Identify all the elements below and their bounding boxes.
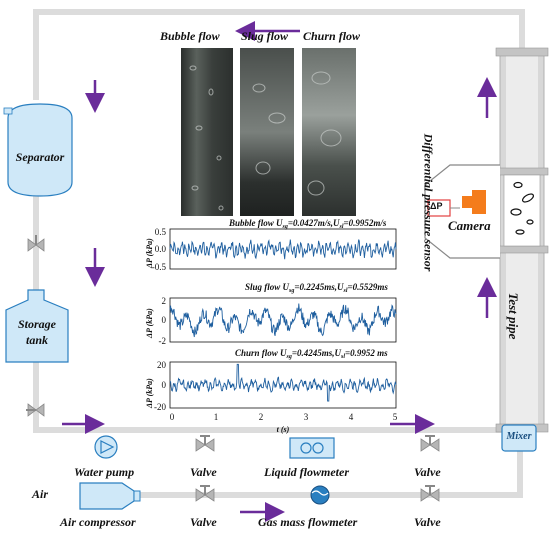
x-axis-label: t (s): [277, 425, 290, 434]
liquid-flowmeter-icon: [289, 437, 335, 459]
separator-label: Separator: [15, 150, 65, 164]
chart-title: Slug flow Usg=0.2245ms,Usl=0.5529ms: [245, 282, 388, 294]
liquid-flowmeter-label: Liquid flowmeter: [264, 465, 349, 479]
y-tick-label: 0.5: [155, 227, 167, 237]
storage-tank: [5, 289, 69, 363]
dp-symbol-label: ΔP: [430, 201, 443, 211]
flow-arrows: [62, 21, 497, 522]
air-compressor-label: Air compressor: [60, 515, 136, 529]
water-pump-label: Water pump: [74, 465, 135, 479]
y-tick-label: -2: [159, 336, 167, 346]
flow-photo-bubble: [181, 48, 233, 216]
y-tick-label: 20: [157, 360, 167, 370]
y-tick-label: -0.5: [152, 262, 167, 272]
y-tick-label: 0.0: [155, 244, 167, 254]
valve-label: Valve: [414, 515, 441, 529]
valve-icon: [195, 485, 215, 502]
x-tick-label: 0: [170, 412, 175, 422]
flow-label-bubble: Bubble flow: [160, 29, 220, 43]
valve-label: Valve: [414, 465, 441, 479]
x-tick-label: 5: [393, 412, 398, 422]
chart-title: Bubble flow Usg=0.0427m/s,Usl=0.9952m/s: [228, 218, 387, 230]
x-tick-label: 3: [304, 412, 309, 422]
dp-signal-line: [169, 303, 397, 338]
camera-housing: [424, 164, 500, 259]
valve-icon: [195, 435, 215, 452]
y-tick-label: -20: [154, 402, 166, 412]
valve-label: Valve: [190, 515, 217, 529]
mixer: [501, 424, 537, 452]
y-axis-label: ΔP (kPa): [145, 308, 154, 339]
mixer-label: Mixer: [506, 431, 532, 442]
y-axis-label: ΔP (kPa): [145, 378, 154, 409]
y-axis-label: ΔP (kPa): [145, 238, 154, 269]
air-inlet-label: Air: [32, 487, 49, 501]
camera-icon: [462, 190, 486, 214]
dp-signal-line: [169, 363, 397, 402]
dp-signal-line: [169, 239, 397, 260]
valve-icon: [26, 403, 45, 417]
y-tick-label: 2: [162, 296, 167, 306]
valve-icon: [27, 235, 45, 252]
water-pump-icon: [94, 435, 118, 459]
y-tick-label: 0: [162, 315, 167, 325]
valve-icon: [420, 435, 440, 452]
gas-mass-flowmeter-label: Gas mass flowmeter: [258, 515, 358, 529]
gas-mass-flowmeter-icon: [310, 485, 330, 505]
x-tick-label: 2: [259, 412, 264, 422]
flow-photo-slug: [240, 48, 294, 216]
x-tick-label: 4: [349, 412, 354, 422]
camera-label: Camera: [448, 218, 491, 233]
valve-label: Valve: [190, 465, 217, 479]
x-tick-label: 1: [214, 412, 219, 422]
test-pipe: [495, 47, 549, 433]
y-tick-label: 0: [162, 380, 167, 390]
flow-label-churn: Churn flow: [303, 29, 361, 43]
bubble-texture: [189, 65, 342, 211]
valve-icon: [420, 485, 440, 502]
air-compressor-icon: [79, 482, 141, 510]
chart-title: Churn flow Usg=0.4245ms,Usl=0.9952 ms: [235, 348, 388, 360]
separator-vessel: [3, 103, 73, 197]
storage-tank-label: Storage tank: [17, 317, 56, 347]
flow-label-slug: Slug flow: [241, 29, 289, 43]
